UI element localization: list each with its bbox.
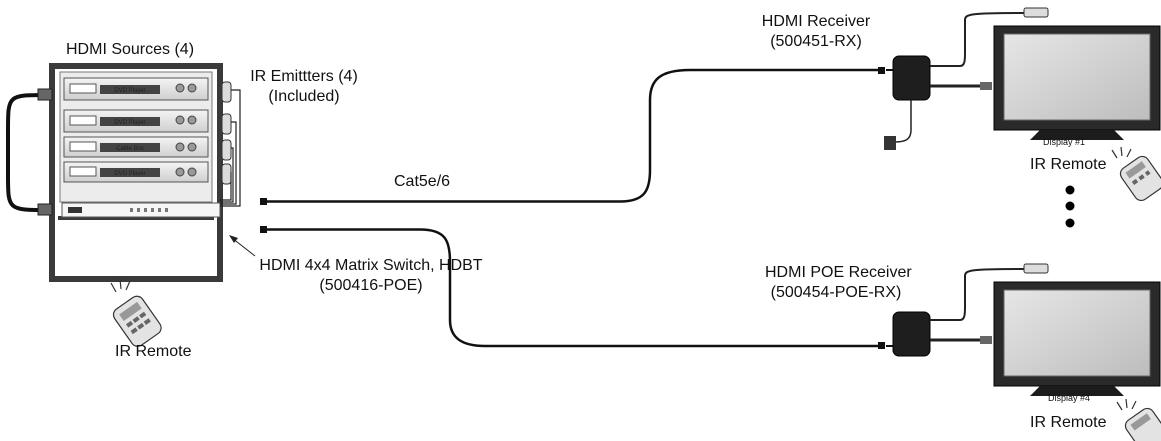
hdmi-poe-receiver-model: (500454-POE-RX) xyxy=(770,284,902,301)
ir-emitters-label: IR Emittters (4) (Included) xyxy=(244,67,364,107)
hdmi-poe-receiver-label: HDMI POE Receiver (500454-POE-RX) xyxy=(765,263,912,303)
matrix-switch-model: (500416-POE) xyxy=(319,277,423,294)
ir-emitters-note: (Included) xyxy=(268,88,340,105)
display-1-label: Display #1 xyxy=(1043,137,1086,147)
ir-remote-top xyxy=(1111,146,1161,202)
ir-emitters xyxy=(220,81,241,207)
hdmi-loop-cable xyxy=(6,88,53,216)
rack-unit-3: Cable Box xyxy=(63,136,209,158)
more-displays-dots xyxy=(1065,185,1075,228)
rack-unit-label: DVD Player xyxy=(114,88,145,94)
ir-remote-left-label: IR Remote xyxy=(115,343,192,360)
rack-unit-label: DVD Player xyxy=(114,120,145,126)
matrix-switch-arrow xyxy=(229,235,256,257)
display-4 xyxy=(993,281,1161,396)
rack-unit-label: Cable Box xyxy=(116,146,144,152)
ir-emitters-title: IR Emittters (4) xyxy=(250,68,358,85)
cat5e-cable-top xyxy=(260,67,885,205)
display-1 xyxy=(993,25,1161,140)
matrix-switch-label: HDMI 4x4 Matrix Switch, HDBT (500416-POE… xyxy=(252,256,490,296)
hdmi-receiver-title: HDMI Receiver xyxy=(761,13,871,30)
ir-remote-bottom-label: IR Remote xyxy=(1030,414,1107,431)
matrix-switch-unit xyxy=(61,202,221,218)
hdmi-sources-label: HDMI Sources (4) xyxy=(66,41,195,58)
hdmi-receiver-model: (500451-RX) xyxy=(770,33,862,50)
ir-remote-top-label: IR Remote xyxy=(1030,156,1107,173)
source-devices: DVD Player DVD Player Cable Box DVD Play… xyxy=(63,77,209,183)
rack-unit-label: DVD Player xyxy=(114,171,145,177)
cat5e-cable-bottom xyxy=(260,226,885,349)
matrix-switch-title: HDMI 4x4 Matrix Switch, HDBT xyxy=(259,257,483,274)
cable-label: Cat5e/6 xyxy=(394,173,451,190)
rack-unit-2: DVD Player xyxy=(63,109,209,133)
rack-unit-4: DVD Player xyxy=(63,161,209,183)
hdmi-poe-receiver-device xyxy=(886,263,1049,357)
display-4-label: Display #4 xyxy=(1048,393,1091,403)
ir-remote-bottom xyxy=(1116,398,1161,441)
hdmi-receiver-device xyxy=(884,7,1049,150)
ir-remote-left xyxy=(110,278,162,347)
rack-unit-1: DVD Player xyxy=(63,77,209,101)
hdmi-receiver-label: HDMI Receiver (500451-RX) xyxy=(756,12,876,52)
hdmi-poe-receiver-title: HDMI POE Receiver xyxy=(765,264,912,281)
